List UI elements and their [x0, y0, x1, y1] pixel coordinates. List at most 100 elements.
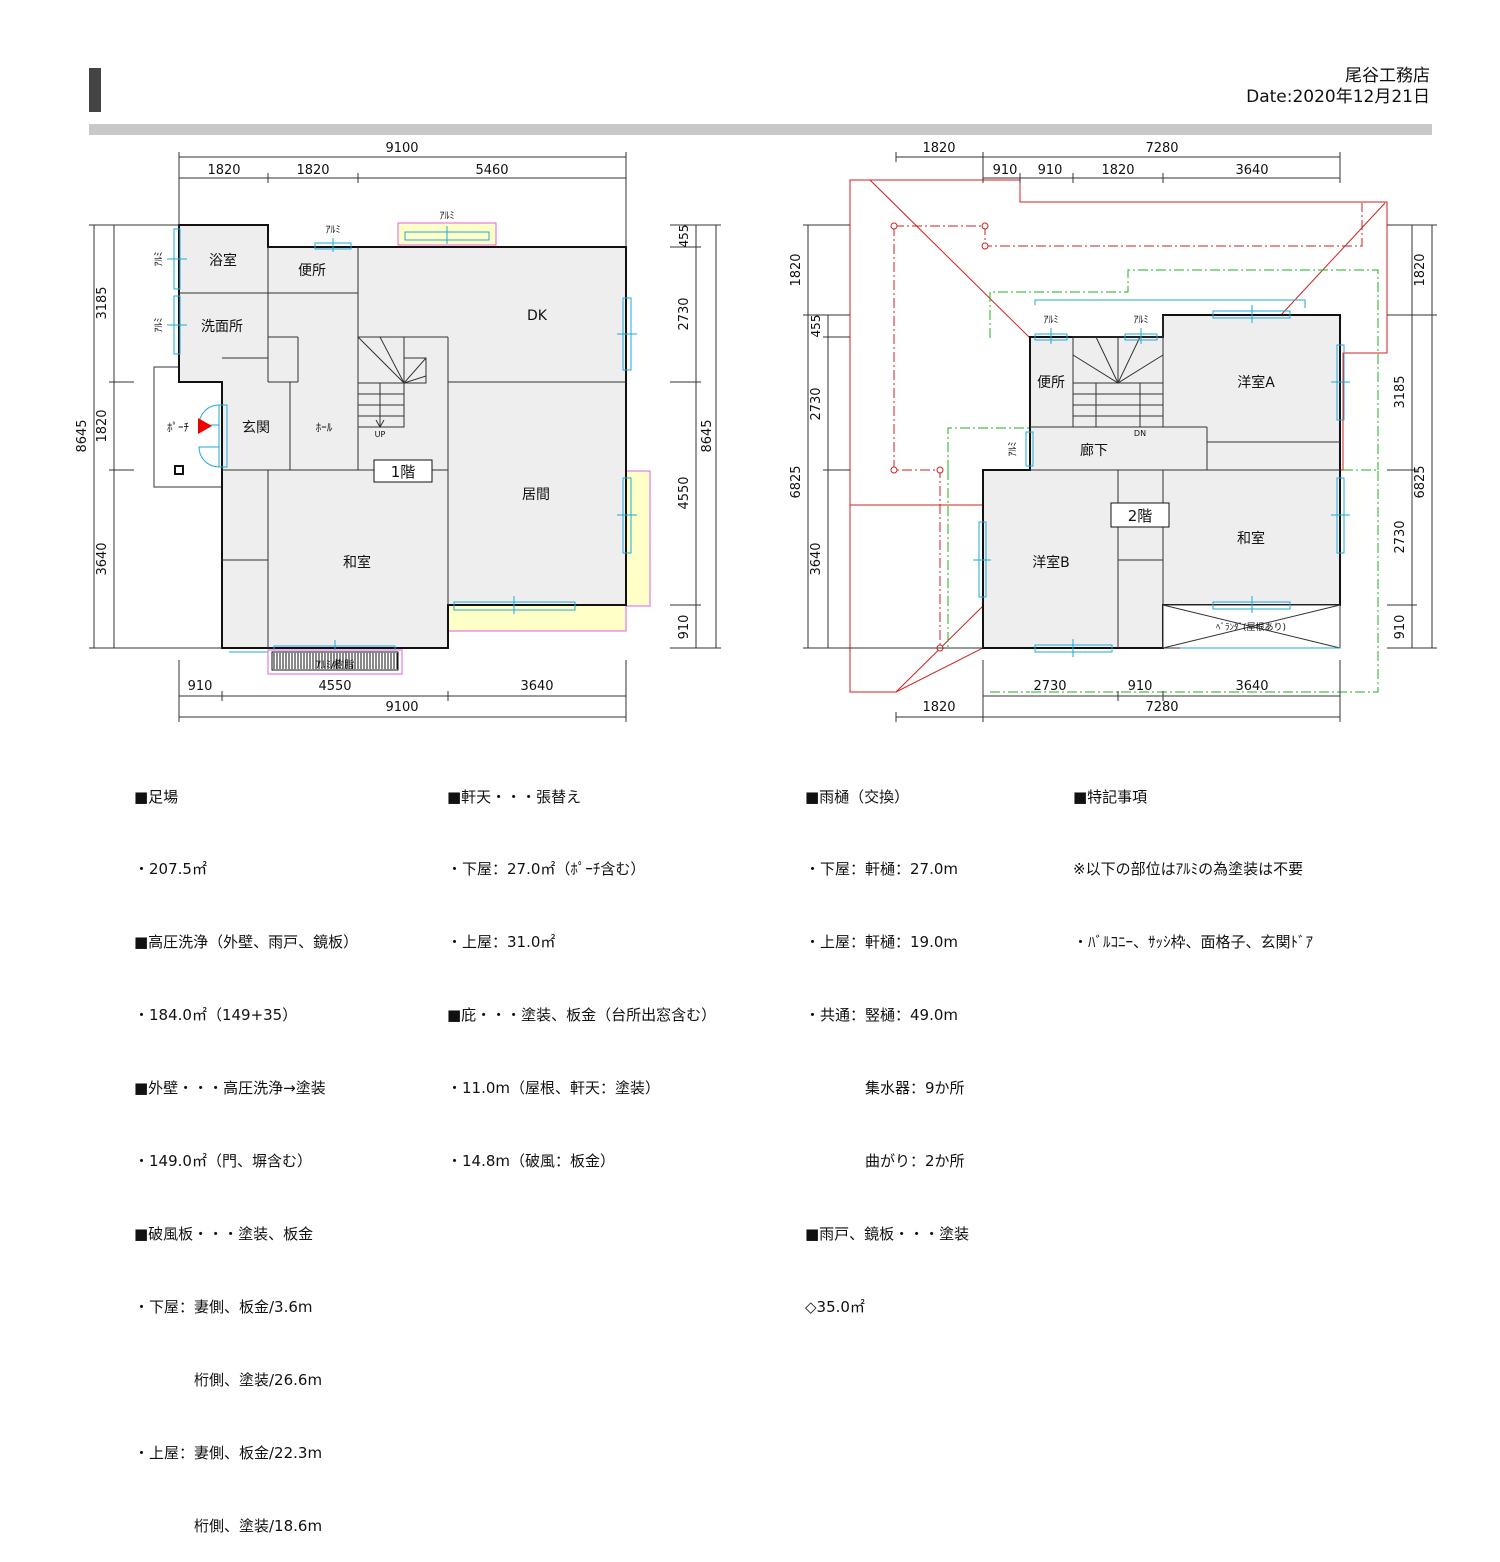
floor1-dim-right-a: 455	[677, 225, 691, 248]
floor2-dim-top-total-a: 1820	[922, 141, 955, 156]
floor2-dim-right-total-a: 1820	[1413, 253, 1428, 286]
floor2-dim-right-c: 910	[1393, 615, 1408, 640]
note-line: ・11.0m（屋根、軒天：塗装）	[447, 1079, 661, 1098]
floor1-plan: 浴室 便所 DK 洗面所 玄関 ﾎｰﾙ ﾎﾟｰﾁ 居間 和室 UP 1階 ｱﾙﾐ…	[75, 141, 721, 722]
note-line: ■特記事項	[1073, 787, 1148, 806]
floor2-stairs-dn: DN	[1134, 429, 1146, 438]
note-line: ※以下の部位はｱﾙﾐの為塗装は不要	[1073, 860, 1304, 879]
note-line: ■外壁・・・高圧洗浄→塗装	[134, 1079, 326, 1098]
note-line: ■足場	[134, 787, 179, 806]
floor1-dim-top-a: 1820	[207, 163, 240, 178]
floor2-plan: 便所 洋室A 廊下 洋室B 和室 ﾍﾞﾗﾝﾀﾞ(屋根あり) DN 2階 ｱﾙﾐ …	[789, 141, 1437, 722]
floor1-dim-top-c: 5460	[475, 163, 508, 178]
note-line: ・上屋：軒樋：19.0m	[805, 933, 959, 952]
floor2-dim-left-total-b: 6825	[789, 465, 804, 498]
floor1-dim-top-b: 1820	[296, 163, 329, 178]
floor1-room-washitsu: 和室	[343, 554, 371, 571]
floor1-dim-right-c: 4550	[677, 476, 692, 509]
floor2-roof-outline	[849, 179, 1388, 693]
floor1-label: 1階	[391, 463, 416, 481]
floor1-deck-south	[447, 604, 627, 632]
floor1-entry-arrow-icon	[198, 418, 212, 434]
floor2-alumi-toilet: ｱﾙﾐ	[1044, 315, 1059, 326]
floor2-dim-bottom-c: 3640	[1235, 679, 1268, 694]
floor2-dim-bottom-total-a: 1820	[922, 700, 955, 715]
note-line: ・下屋：軒樋：27.0m	[805, 860, 959, 879]
floor1-outline	[178, 224, 627, 649]
floor2-dim-left-c: 3640	[809, 542, 824, 575]
notes-column-4: ■特記事項 ※以下の部位はｱﾙﾐの為塗装は不要 ・ﾊﾞﾙｺﾆｰ、ｻｯｼ枠、面格子…	[1073, 736, 1313, 979]
floor2-dim-top-a: 910	[993, 163, 1018, 178]
note-line: ・上屋：妻側、板金/22.3m	[134, 1443, 323, 1462]
floor2-outline	[982, 314, 1341, 649]
floor1-room-washroom: 洗面所	[201, 319, 243, 335]
floor2-dim-bottom-a: 2730	[1033, 679, 1066, 694]
floor1-dim-right-total: 8645	[700, 419, 715, 452]
note-line: ■雨戸、鏡板・・・塗装	[805, 1224, 970, 1243]
floor1-room-porch: ﾎﾟｰﾁ	[167, 421, 189, 434]
floor2-room-toilet: 便所	[1037, 375, 1065, 391]
note-line: ・上屋：31.0㎡	[447, 933, 556, 952]
note-line: 集水器：9か所	[805, 1079, 965, 1098]
company-name: 尾谷工務店	[1345, 66, 1430, 86]
floor2-dim-top-d: 3640	[1235, 163, 1268, 178]
floor1-post	[174, 465, 184, 475]
floor1-dimension-lines	[89, 152, 721, 722]
floor1-label-box	[373, 459, 433, 483]
floor2-windows	[973, 299, 1350, 657]
floor2-dim-right-total-b: 6825	[1413, 465, 1428, 498]
floor2-stairs	[1072, 336, 1164, 428]
floor2-dim-top-c: 1820	[1101, 163, 1134, 178]
floor1-dim-left-a: 3185	[95, 286, 110, 319]
floor2-label-box	[1110, 502, 1170, 528]
floor2-dim-left-b: 2730	[809, 387, 824, 420]
notes-column-3: ■雨樋（交換） ・下屋：軒樋：27.0m ・上屋：軒樋：19.0m ・共通：竪樋…	[805, 736, 969, 1343]
note-line: ・下屋：妻側、板金/3.6m	[134, 1297, 313, 1316]
header-rule	[89, 124, 1432, 135]
floor-plans: 浴室 便所 DK 洗面所 玄関 ﾎｰﾙ ﾎﾟｰﾁ 居間 和室 UP 1階 ｱﾙﾐ…	[75, 141, 1437, 722]
floor2-label: 2階	[1128, 507, 1153, 525]
note-line: ■庇・・・塗装、板金（台所出窓含む）	[447, 1006, 717, 1025]
floor1-dim-bottom-total: 9100	[385, 700, 418, 715]
notes-column-2: ■軒天・・・張替え ・下屋：27.0㎡（ﾎﾟｰﾁ含む） ・上屋：31.0㎡ ■庇…	[447, 736, 716, 1198]
floor1-porch	[153, 366, 223, 488]
floor2-dim-bottom-b: 910	[1128, 679, 1153, 694]
note-line: ・共通：竪樋：49.0m	[805, 1006, 959, 1025]
note-line: ■軒天・・・張替え	[447, 787, 582, 806]
floor2-dim-bottom-total-b: 7280	[1145, 700, 1178, 715]
drawing-date: Date:2020年12月21日	[1246, 87, 1430, 107]
floor1-room-hall: ﾎｰﾙ	[316, 421, 333, 434]
note-line: ・ﾊﾞﾙｺﾆｰ、ｻｯｼ枠、面格子、玄関ﾄﾞｱ	[1073, 933, 1314, 952]
header-accent-bar	[89, 68, 101, 112]
floor1-dim-bottom-a: 910	[188, 679, 213, 694]
floor2-alumi-stairs: ｱﾙﾐ	[1134, 315, 1149, 326]
floor1-deck-east	[625, 470, 651, 607]
note-line: ■雨樋（交換）	[805, 787, 910, 806]
note-line: ・14.8m（破風：板金）	[447, 1152, 616, 1171]
floor1-alumi-bath: ｱﾙﾐ	[154, 252, 165, 267]
floor2-room-youshitsu-a: 洋室A	[1237, 374, 1275, 391]
floor2-alumi-corridor: ｱﾙﾐ	[1008, 442, 1019, 457]
note-line: 桁側、塗装/26.6m	[134, 1370, 323, 1389]
floor1-dim-left-total: 8645	[75, 419, 90, 452]
floor1-alumi-bay: ｱﾙﾐ	[440, 211, 455, 222]
floor1-dim-bottom-c: 3640	[520, 679, 553, 694]
floor1-dim-left-b: 1820	[95, 409, 110, 442]
floor2-room-washitsu: 和室	[1237, 530, 1265, 547]
floor2-dim-top-total-b: 7280	[1145, 141, 1178, 156]
floor1-stairs-up: UP	[375, 430, 386, 439]
note-line: ・184.0㎡（149+35）	[134, 1006, 298, 1025]
floor2-dim-right-b: 2730	[1393, 520, 1408, 553]
note-line: ・149.0㎡（門、塀含む）	[134, 1152, 312, 1171]
company-block: 尾谷工務店 Date:2020年12月21日	[1246, 66, 1430, 108]
floor1-alumi-wash: ｱﾙﾐ	[154, 318, 165, 333]
floor2-dimension-lines	[803, 152, 1437, 722]
floor1-grate	[271, 651, 399, 671]
floor2-veranda-cross	[1162, 604, 1341, 649]
floor1-dim-right-d: 910	[677, 615, 692, 640]
floor1-room-bath: 浴室	[209, 252, 237, 269]
floor1-dim-right-b: 2730	[677, 297, 692, 330]
floor2-dim-top-b: 910	[1038, 163, 1063, 178]
floor2-room-veranda: ﾍﾞﾗﾝﾀﾞ(屋根あり)	[1216, 621, 1286, 633]
floor1-dim-left-c: 3640	[95, 542, 110, 575]
